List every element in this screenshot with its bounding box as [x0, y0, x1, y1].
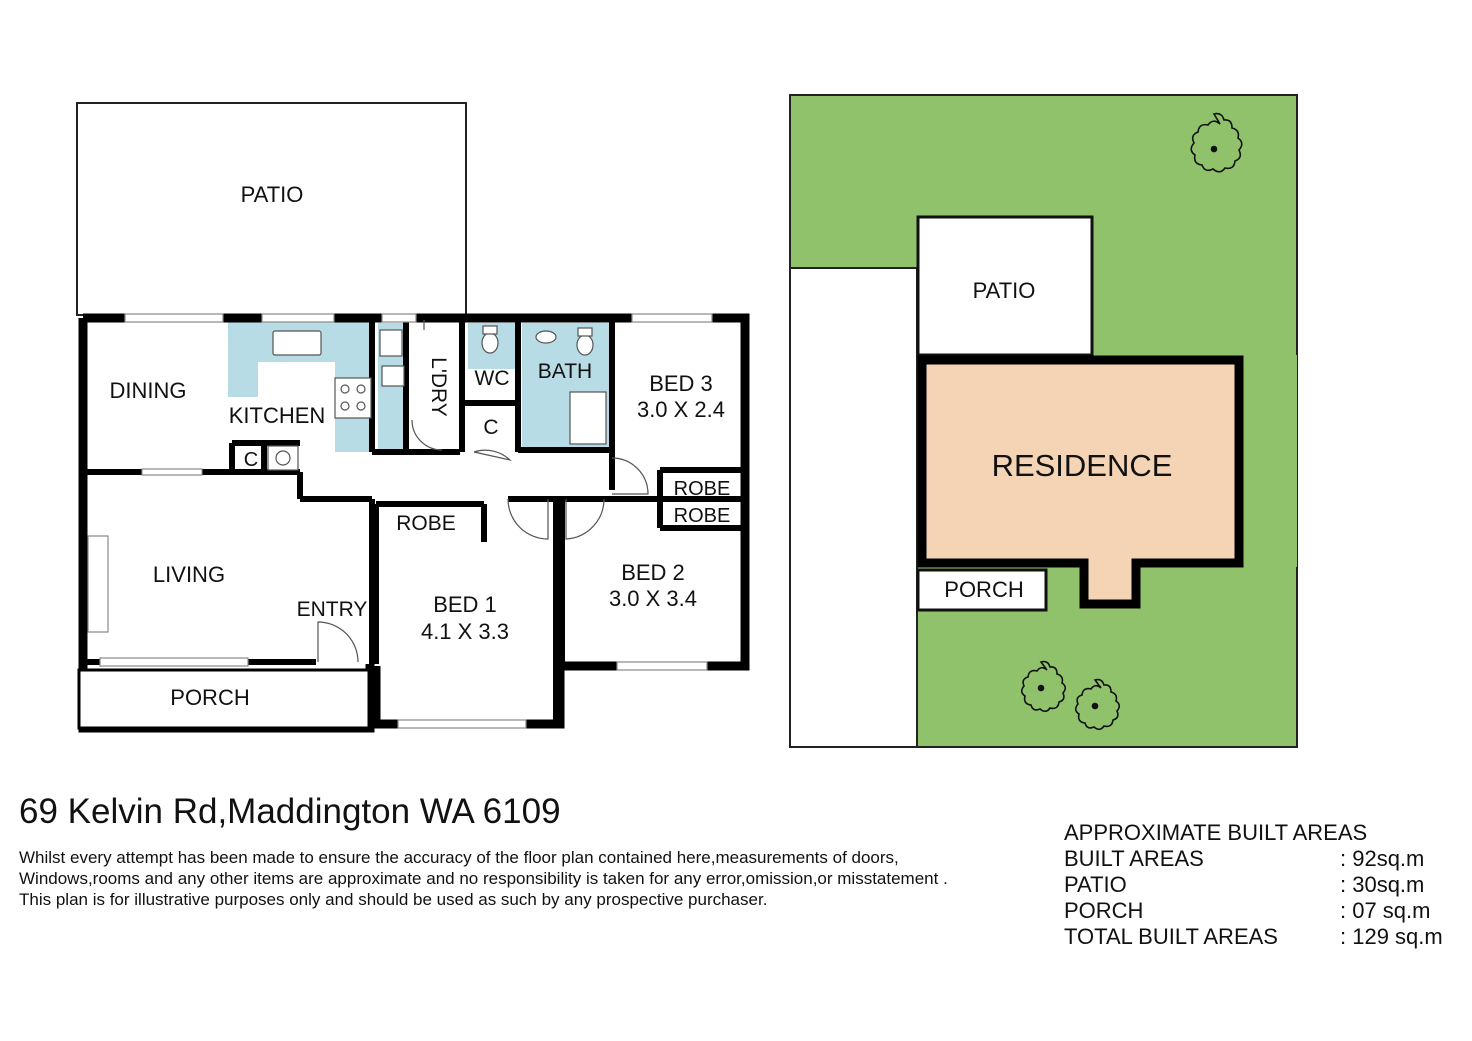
- bed1-size: 4.1 X 3.3: [421, 619, 509, 644]
- kitchen-cupboard-label: C: [244, 449, 258, 471]
- area-label: PATIO: [1064, 872, 1127, 897]
- disclaimer-line: Whilst every attempt has been made to en…: [19, 848, 899, 867]
- area-row: PATIO : 30sq.m: [1064, 872, 1464, 898]
- site-plan: PATIO RESIDENCE PORCH: [789, 94, 1298, 748]
- patio-area: [76, 102, 467, 316]
- kitchen-label: KITCHEN: [229, 403, 326, 428]
- area-row: PORCH : 07 sq.m: [1064, 898, 1464, 924]
- area-row: BUILT AREAS : 92sq.m: [1064, 846, 1464, 872]
- area-value: : 07 sq.m: [1340, 898, 1431, 923]
- living-label: LIVING: [153, 562, 225, 587]
- kitchen-wet-area: [228, 320, 372, 452]
- disclaimer-line: Windows,rooms and any other items are ap…: [19, 869, 948, 888]
- floor-and-site-plan: PATIO DINING KITCHEN C L'DRY WC C BATH B…: [76, 94, 1298, 748]
- residence-footprint: [917, 355, 1244, 609]
- hall-cupboard-label: C: [483, 416, 498, 439]
- property-address: 69 Kelvin Rd,Maddington WA 6109: [19, 792, 561, 831]
- fixtures: [267, 325, 607, 471]
- bed2-label: BED 2: [621, 560, 685, 585]
- bed3-size: 3.0 X 2.4: [637, 397, 725, 422]
- site-patio-label: PATIO: [973, 278, 1036, 303]
- entry-label: ENTRY: [297, 598, 368, 621]
- bed2-size: 3.0 X 3.4: [609, 586, 697, 611]
- robe-label-bed3: ROBE: [674, 478, 731, 500]
- driveway: [789, 267, 918, 748]
- doors: [317, 320, 649, 663]
- residence-label: RESIDENCE: [992, 448, 1173, 483]
- area-label: BUILT AREAS: [1064, 846, 1204, 871]
- area-value: : 129 sq.m: [1340, 924, 1443, 949]
- site-porch-label: PORCH: [944, 577, 1023, 602]
- floor-plan: PATIO DINING KITCHEN C L'DRY WC C BATH B…: [76, 102, 750, 733]
- disclaimer: Whilst every attempt has been made to en…: [19, 847, 1059, 910]
- tree-icon: [1020, 660, 1067, 713]
- bed1-label: BED 1: [433, 592, 497, 617]
- porch-label: PORCH: [170, 685, 249, 710]
- bed3-label: BED 3: [649, 371, 713, 396]
- area-row: TOTAL BUILT AREAS : 129 sq.m: [1064, 924, 1464, 950]
- tree-icon: [1074, 678, 1121, 731]
- site-porch: [916, 568, 1048, 612]
- patio-label: PATIO: [241, 182, 304, 207]
- area-value: : 92sq.m: [1340, 846, 1425, 871]
- side-lawn: [1140, 355, 1297, 600]
- tree-icon: [1190, 112, 1243, 173]
- site-patio: [916, 215, 1094, 357]
- front-porch: [77, 668, 371, 730]
- dining-label: DINING: [110, 378, 187, 403]
- area-label: TOTAL BUILT AREAS: [1064, 924, 1278, 949]
- disclaimer-line: This plan is for illustrative purposes o…: [19, 890, 768, 909]
- bath-label: BATH: [538, 360, 592, 383]
- laundry-label: L'DRY: [427, 357, 450, 417]
- area-value: : 30sq.m: [1340, 872, 1425, 897]
- windows: [87, 313, 713, 729]
- wc-label: WC: [475, 367, 510, 390]
- built-areas-heading: APPROXIMATE BUILT AREAS: [1064, 820, 1368, 845]
- area-label: PORCH: [1064, 898, 1144, 923]
- built-areas-table: APPROXIMATE BUILT AREAS BUILT AREAS : 92…: [1064, 820, 1464, 950]
- robe-label-bed1: ROBE: [396, 512, 456, 535]
- robe-label-bed2: ROBE: [674, 505, 731, 527]
